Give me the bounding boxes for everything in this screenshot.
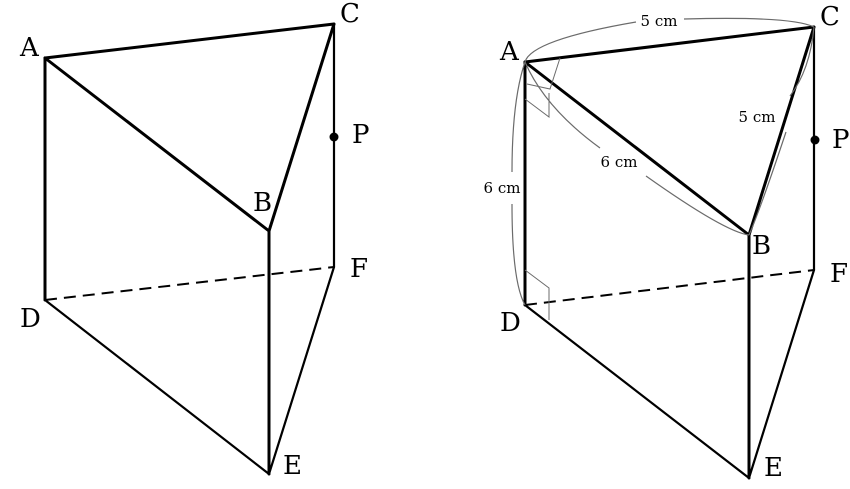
edge-fe bbox=[267, 265, 336, 476]
edge-de bbox=[523, 303, 751, 480]
dimension-label-ab: 6 cm bbox=[601, 153, 638, 171]
vertex-label-d: D bbox=[500, 308, 521, 338]
edge-ab bbox=[523, 60, 751, 237]
dimension-arc-ac-left bbox=[524, 21, 637, 63]
dimension-arc-ab-bottom bbox=[645, 175, 750, 236]
edge-fe bbox=[747, 268, 816, 480]
edge-df-hidden bbox=[44, 266, 335, 301]
vertex-label-f: F bbox=[830, 259, 848, 289]
vertex-label-e: E bbox=[283, 451, 302, 481]
dimension-label-ad: 6 cm bbox=[484, 179, 521, 197]
point-p bbox=[810, 135, 820, 145]
edge-df-hidden bbox=[524, 269, 815, 306]
edge-cb bbox=[267, 22, 336, 233]
vertex-label-b: B bbox=[253, 188, 272, 218]
dimension-label-cb: 5 cm bbox=[739, 108, 776, 126]
vertex-label-b: B bbox=[752, 231, 771, 261]
dimension-arc-cb-bottom bbox=[748, 131, 787, 236]
edge-de bbox=[43, 298, 271, 476]
edge-ab bbox=[43, 56, 271, 233]
dimension-arc-cb-top bbox=[789, 26, 815, 97]
vertex-label-p: P bbox=[832, 125, 850, 155]
vertex-label-d: D bbox=[20, 304, 41, 334]
vertex-label-p: P bbox=[352, 120, 370, 150]
right-angle-marker-ad-ac bbox=[526, 57, 561, 90]
edge-ac bbox=[523, 25, 816, 64]
right-angle-marker-d bbox=[524, 269, 550, 320]
vertex-label-a: A bbox=[19, 33, 40, 63]
dimension-arc-ab-top bbox=[524, 61, 601, 149]
prism-figure-1: A C P B F D E bbox=[19, 0, 370, 481]
vertex-label-c: C bbox=[820, 2, 840, 32]
vertex-label-c: C bbox=[340, 0, 360, 29]
vertex-label-f: F bbox=[350, 254, 368, 284]
edge-ac bbox=[43, 22, 336, 60]
dimension-arc-ac-right bbox=[683, 17, 815, 28]
edge-cb bbox=[747, 25, 816, 237]
dimension-label-ac: 5 cm bbox=[641, 12, 678, 30]
dimension-arc-ad-top bbox=[511, 61, 526, 173]
vertex-label-e: E bbox=[764, 453, 783, 483]
prism-figure-2: 5 cm 5 cm 6 cm 6 cm A C P B F D E bbox=[484, 2, 850, 483]
dimension-arc-ad-bottom bbox=[511, 203, 526, 306]
point-p bbox=[329, 132, 339, 142]
vertex-label-a: A bbox=[499, 37, 520, 67]
